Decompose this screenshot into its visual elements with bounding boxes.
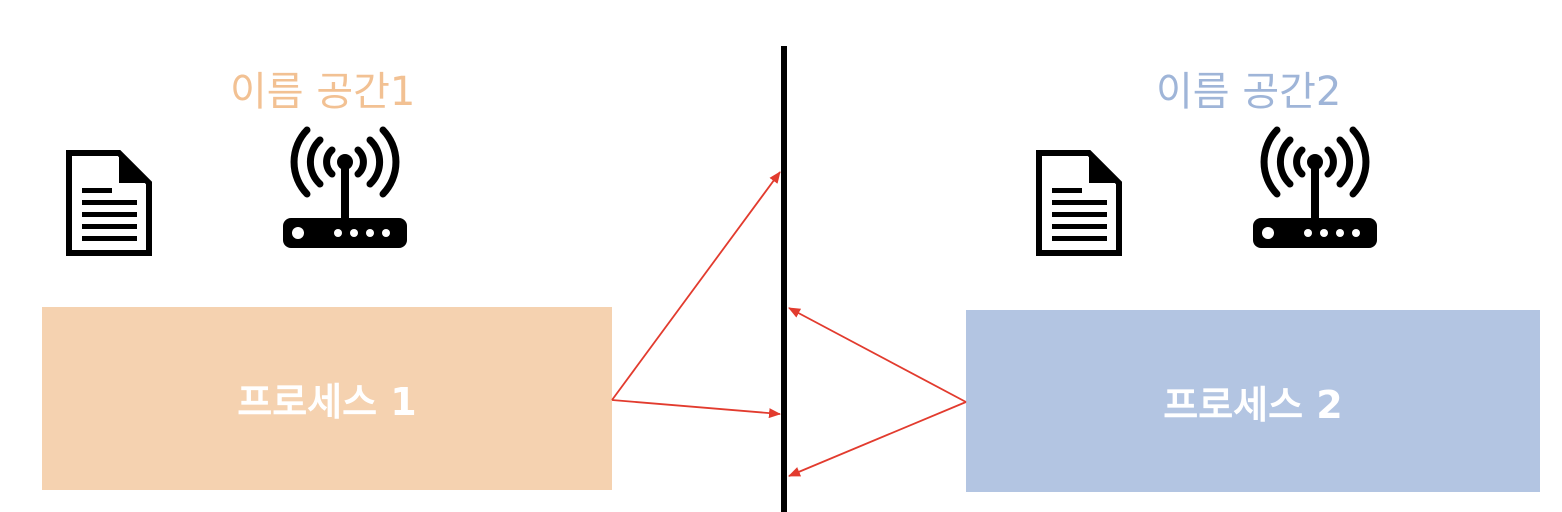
- process-1-box: 프로세스 1: [42, 307, 612, 490]
- process-2-label: 프로세스 2: [1163, 382, 1343, 427]
- document-icon: [66, 150, 152, 256]
- arrow-process2-to-boundary-lower: [788, 401, 967, 477]
- arrow-process1-to-boundary-upper: [611, 171, 781, 401]
- document-icon: [1036, 150, 1122, 256]
- wifi-router-icon: [1253, 126, 1377, 248]
- arrow-process1-to-boundary-lower: [611, 399, 781, 419]
- process-1-label: 프로세스 1: [237, 380, 417, 424]
- namespace-1-title: 이름 공간1: [230, 69, 416, 115]
- arrow-process2-to-boundary-upper: [788, 307, 967, 403]
- namespace-2-title: 이름 공간2: [1156, 69, 1342, 115]
- process-2-box: 프로세스 2: [966, 310, 1540, 492]
- wifi-router-icon: [283, 126, 407, 248]
